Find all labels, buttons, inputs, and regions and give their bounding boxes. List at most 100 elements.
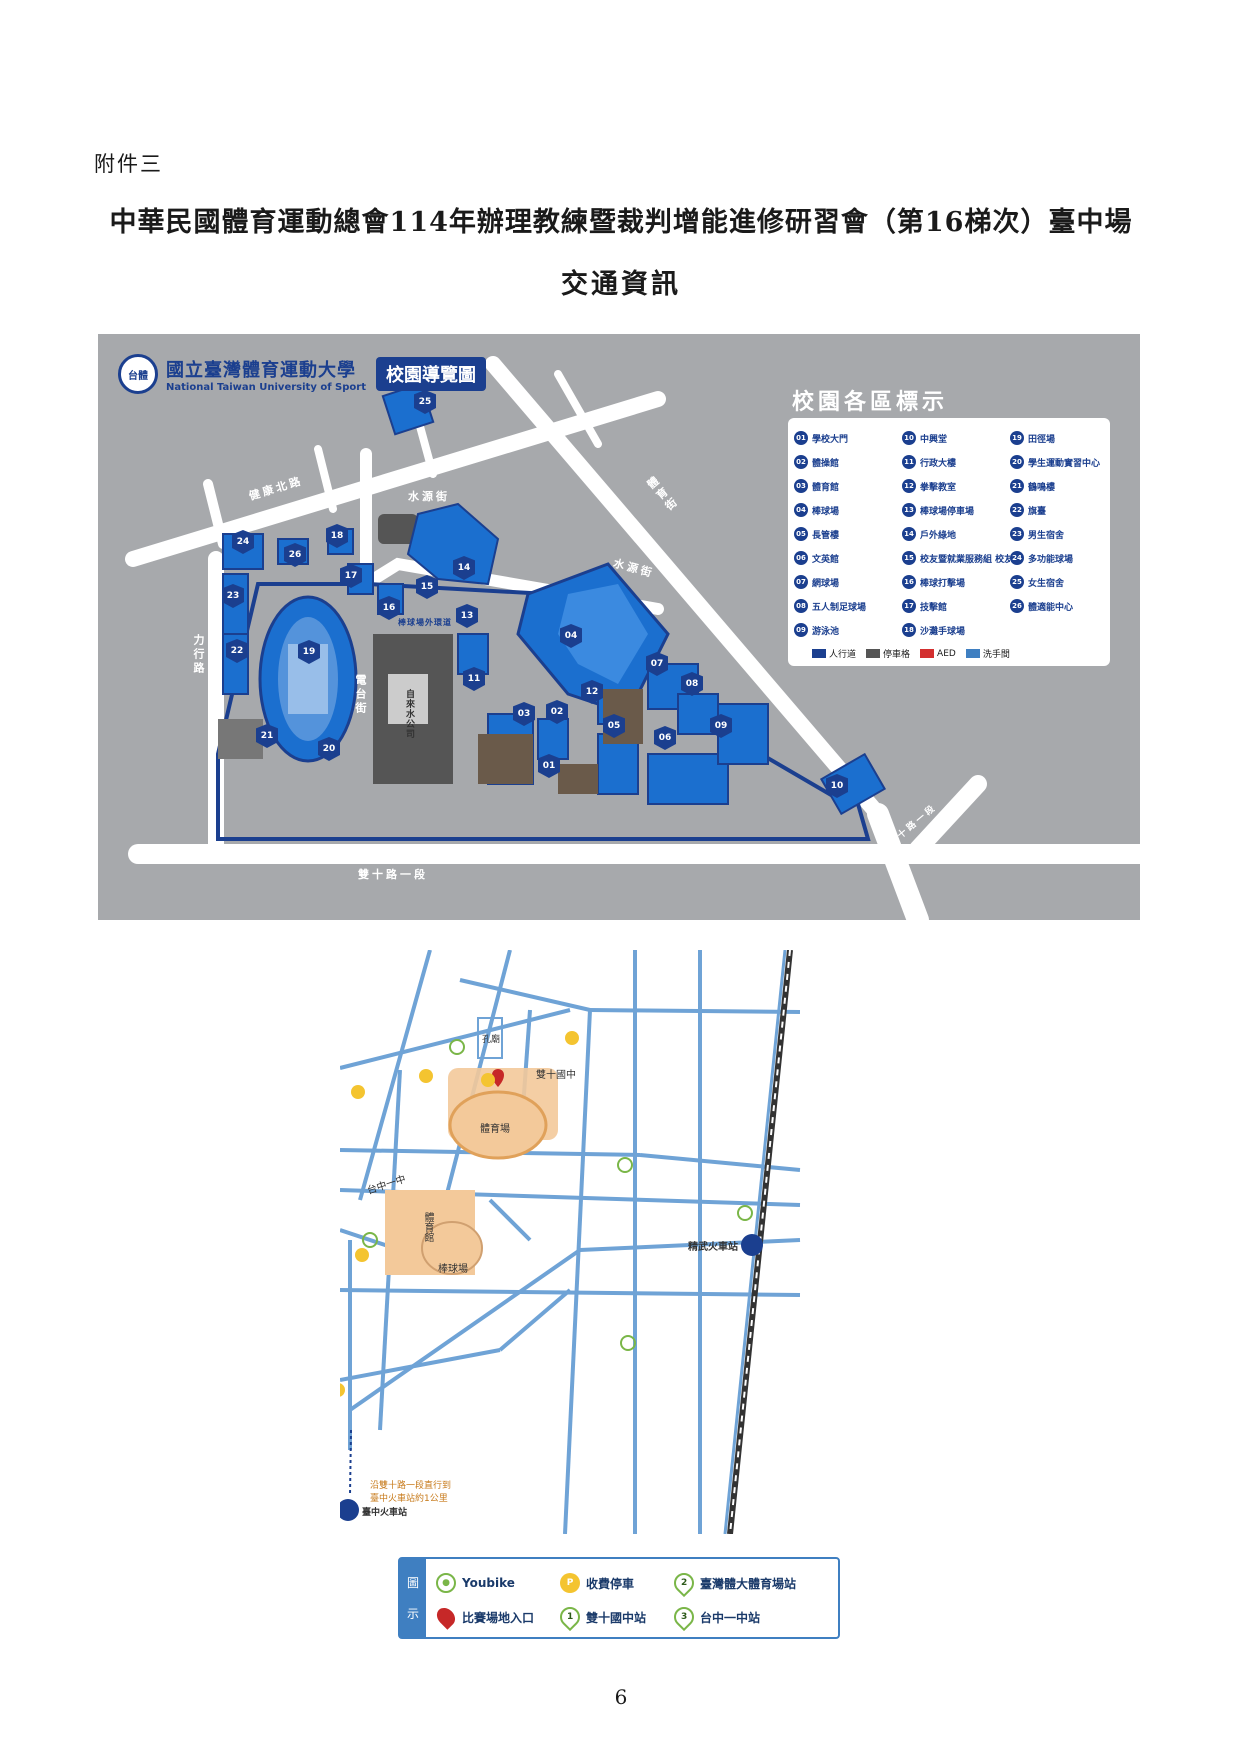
city-map-legend: 圖 示 ● Youbike P 收費停車 2 臺灣體大體育場站 比賽場地入口 1… [398, 1557, 840, 1639]
taichung-station-icon [340, 1499, 359, 1521]
building-number-badge: 08 [681, 672, 703, 696]
road-label-mid: 電台街 [354, 674, 367, 716]
jingwu-station-icon [741, 1234, 763, 1256]
legend-item-label: 沙灘手球場 [920, 626, 966, 637]
legend-item-number: 21 [1010, 479, 1024, 493]
bus-stop-3-icon: 3 [669, 1602, 699, 1632]
legend-bus-stop-3-label: 台中一中站 [700, 1610, 761, 1625]
route-note-line1: 沿雙十路一段直行到 [370, 1481, 452, 1491]
bus-stop-1-icon: 1 [555, 1602, 585, 1632]
university-name-en: National Taiwan University of Sport [166, 381, 366, 393]
legend-key-label: AED [937, 648, 956, 659]
building-number-badge: 03 [513, 702, 535, 726]
label-confucius: 孔廟 [482, 1035, 501, 1045]
building-number-badge: 06 [654, 726, 676, 750]
bus-stop-2-icon: 2 [669, 1568, 699, 1598]
legend-item-label: 行政大樓 [920, 458, 957, 469]
legend-item-number: 12 [902, 479, 916, 493]
legend-item-label: 長管樓 [812, 530, 840, 541]
legend-item: 05 長管樓 [794, 522, 902, 546]
legend-key: 停車格 [866, 647, 910, 660]
campus-map: 台體 國立臺灣體育運動大學 National Taiwan University… [98, 334, 1140, 920]
legend-venue-entrance: 比賽場地入口 [433, 1601, 556, 1633]
legend-item-number: 25 [1010, 575, 1024, 589]
road-label-west: 力行路 [192, 634, 205, 676]
legend-item: 21 鶴鳴樓 [1010, 474, 1106, 498]
legend-item: 15 校友暨就業服務組 校友總會 [902, 546, 1010, 570]
baseball-block [421, 1221, 483, 1275]
legend-key-swatch [866, 649, 881, 658]
legend-item-label: 棒球打擊場 [920, 578, 966, 589]
building-number-badge: 21 [256, 724, 278, 748]
campus-map-badge: 校園導覽圖 [375, 357, 486, 391]
legend-side-char-1: 圖 [406, 1576, 419, 1590]
water-company-label: 自來水公司 [404, 689, 414, 739]
road-label-water-1: 水源街 [408, 490, 450, 503]
university-logo: 台體 [118, 354, 158, 394]
legend-item-label: 體操館 [812, 458, 840, 469]
legend-item-number: 07 [794, 575, 808, 589]
legend-bus-stop-1-label: 雙十國中站 [586, 1610, 647, 1625]
legend-item-label: 校友暨就業服務組 校友總會 [920, 554, 1010, 565]
legend-venue-label: 比賽場地入口 [462, 1610, 535, 1625]
legend-item-label: 學生運動實習中心 [1028, 458, 1101, 469]
building-number-badge: 18 [326, 524, 348, 548]
legend-key-label: 停車格 [883, 650, 911, 660]
legend-side-char-2: 示 [406, 1607, 419, 1621]
city-map: 孔廟 雙十國中 體育場 台中一中 體育館 棒球場 精武火車站 臺中火車站 沿雙十… [340, 950, 900, 1534]
confucius-block [477, 1017, 503, 1059]
building-number-badge: 05 [603, 714, 625, 738]
legend-item-number: 17 [902, 599, 916, 613]
legend-item-number: 11 [902, 455, 916, 469]
legend-item-label: 棒球場停車場 [920, 506, 975, 517]
legend-bus-stop-2: 2 臺灣體大體育場站 [669, 1567, 834, 1599]
legend-parking: P 收費停車 [560, 1567, 670, 1599]
legend-item-label: 學校大門 [812, 434, 849, 445]
building-number-badge: 24 [232, 530, 254, 554]
label-shuangshi-jh: 雙十國中 [536, 1070, 576, 1081]
city-roads [340, 950, 801, 1534]
gym-stadium [448, 1090, 548, 1160]
building-number-badge: 19 [298, 640, 320, 664]
legend-item-label: 鶴鳴樓 [1028, 482, 1056, 493]
building-number-badge: 14 [453, 556, 475, 580]
legend-key-label: 人行道 [829, 650, 857, 660]
campus-legend-title: 校園各區標示 [792, 390, 949, 415]
legend-key-swatch [812, 649, 826, 658]
legend-item-number: 15 [902, 551, 916, 565]
building-number-badge: 10 [826, 774, 848, 798]
legend-item-number: 05 [794, 527, 808, 541]
legend-item-number: 14 [902, 527, 916, 541]
legend-parking-label: 收費停車 [586, 1576, 635, 1591]
legend-youbike: ● Youbike [436, 1567, 556, 1599]
parking-icon: P [560, 1573, 580, 1593]
campus-legend-keys: 人行道 停車格 AED 洗手間 [812, 647, 1010, 660]
building-14-block [406, 502, 500, 586]
legend-item-number: 26 [1010, 599, 1024, 613]
building-number-badge: 16 [378, 596, 400, 620]
legend-key-label: 洗手間 [982, 650, 1010, 660]
legend-key: AED [920, 647, 956, 660]
legend-item-number: 08 [794, 599, 808, 613]
building-number-badge: 09 [710, 714, 732, 738]
legend-item-label: 女生宿舍 [1028, 578, 1065, 589]
building-number-badge: 23 [222, 584, 244, 608]
building-number-badge: 20 [318, 737, 340, 761]
building-number-badge: 01 [538, 754, 560, 778]
building-number-badge: 13 [456, 604, 478, 628]
legend-item-number: 01 [794, 431, 808, 445]
running-track [258, 595, 358, 763]
